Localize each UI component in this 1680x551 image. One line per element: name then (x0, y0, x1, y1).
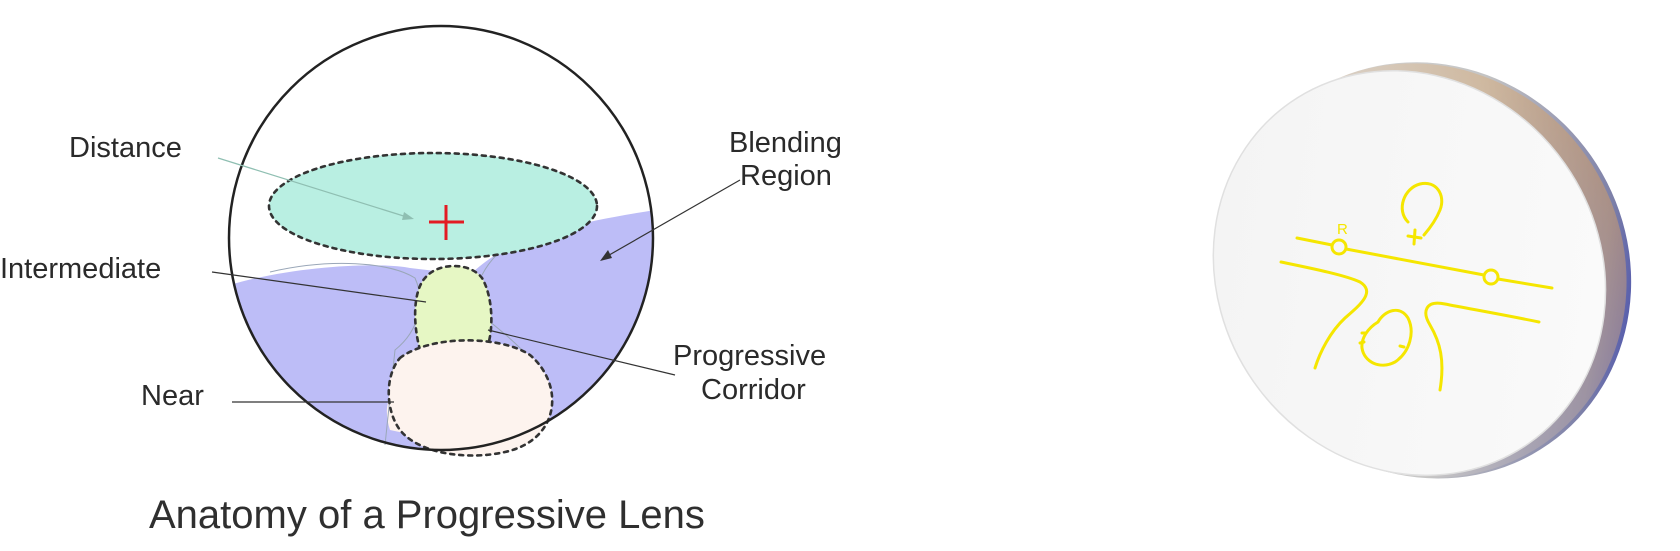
blend-boundary-left (269, 262, 421, 446)
lens-outline (227, 24, 655, 452)
label-intermediate: Intermediate (0, 253, 161, 285)
label-near: Near (141, 380, 204, 412)
label-progressive-line1: Progressive (673, 340, 826, 372)
label-blending-line2: Region (740, 160, 832, 192)
label-blending-line1: Blending (729, 127, 842, 159)
engraving-r-mark: R (1337, 221, 1348, 238)
label-distance: Distance (69, 132, 182, 164)
near-zone-border (387, 339, 554, 457)
engraving-circle-left (1330, 238, 1348, 256)
distance-zone (269, 153, 597, 259)
engraving-lower-left (1279, 260, 1369, 370)
distance-leader-arrow (402, 212, 414, 220)
intermediate-leader (211, 271, 427, 303)
blending-leader-arrow (600, 250, 612, 261)
engraving-cross-icon (1406, 228, 1423, 246)
progressive-leader (487, 329, 676, 376)
intermediate-zone-border (413, 264, 493, 352)
engraving-distance-loop (1400, 181, 1444, 237)
blending-leader (603, 179, 741, 259)
engraving-circle-right (1482, 268, 1500, 286)
diagram-title: Anatomy of a Progressive Lens (149, 493, 705, 537)
label-progressive-line2: Corridor (701, 374, 806, 406)
near-zone (388, 340, 553, 456)
engraving-lower-right (1424, 301, 1541, 392)
distance-zone-border (267, 151, 599, 261)
progressive-lens-diagram: Distance Blending Region Intermediate Pr… (0, 24, 842, 537)
lens-photo (1212, 62, 1632, 479)
fitting-cross-icon (429, 205, 464, 240)
lens-face (1212, 70, 1607, 477)
engraving-near-loop (1360, 308, 1413, 367)
lens-engravings: R (1279, 181, 1554, 392)
distance-leader (217, 157, 411, 219)
intermediate-zone (415, 266, 492, 352)
